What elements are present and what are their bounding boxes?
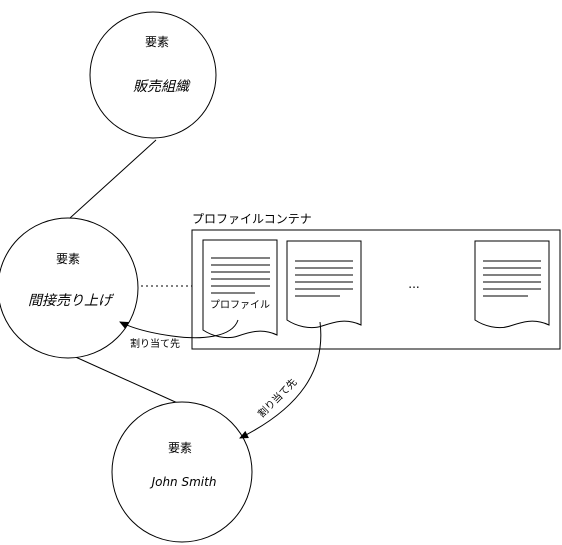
node-name: John Smith	[150, 475, 217, 489]
assign-label-right: 割り当て先	[255, 376, 300, 421]
assign-label-left: 割り当て先	[130, 337, 180, 350]
node-label: 要素	[145, 35, 169, 49]
profile-document-2[interactable]	[286, 240, 362, 329]
assign-arrow-right	[239, 321, 322, 439]
node-circle	[111, 401, 253, 543]
container-box	[191, 229, 561, 350]
document-label: プロファイル	[210, 299, 270, 311]
node-label: 要素	[168, 441, 192, 455]
node-circle	[0, 217, 139, 359]
profile-document-3[interactable]	[474, 240, 550, 329]
container-title: プロファイルコンテナ	[192, 212, 312, 226]
document-shape	[474, 240, 550, 329]
ellipsis: ...	[408, 277, 419, 291]
element-node-middle[interactable]: 要素 間接売り上げ	[0, 217, 139, 359]
edge-middle-bottom	[59, 349, 183, 406]
node-name: 間接売り上げ	[28, 293, 115, 309]
node-label: 要素	[56, 252, 80, 266]
edge-top-middle	[69, 139, 157, 219]
assign-arrow-left	[119, 319, 239, 339]
element-node-bottom[interactable]: 要素 John Smith	[111, 401, 253, 543]
element-node-top[interactable]: 要素 販売組織	[89, 11, 217, 139]
node-name: 販売組織	[133, 79, 191, 95]
profile-document-1[interactable]: プロファイル	[202, 239, 278, 339]
document-shape	[286, 240, 362, 329]
profile-container[interactable]: プロファイルコンテナ プロファイル ...	[191, 212, 561, 350]
document-shape	[202, 239, 278, 339]
node-circle	[89, 11, 217, 139]
